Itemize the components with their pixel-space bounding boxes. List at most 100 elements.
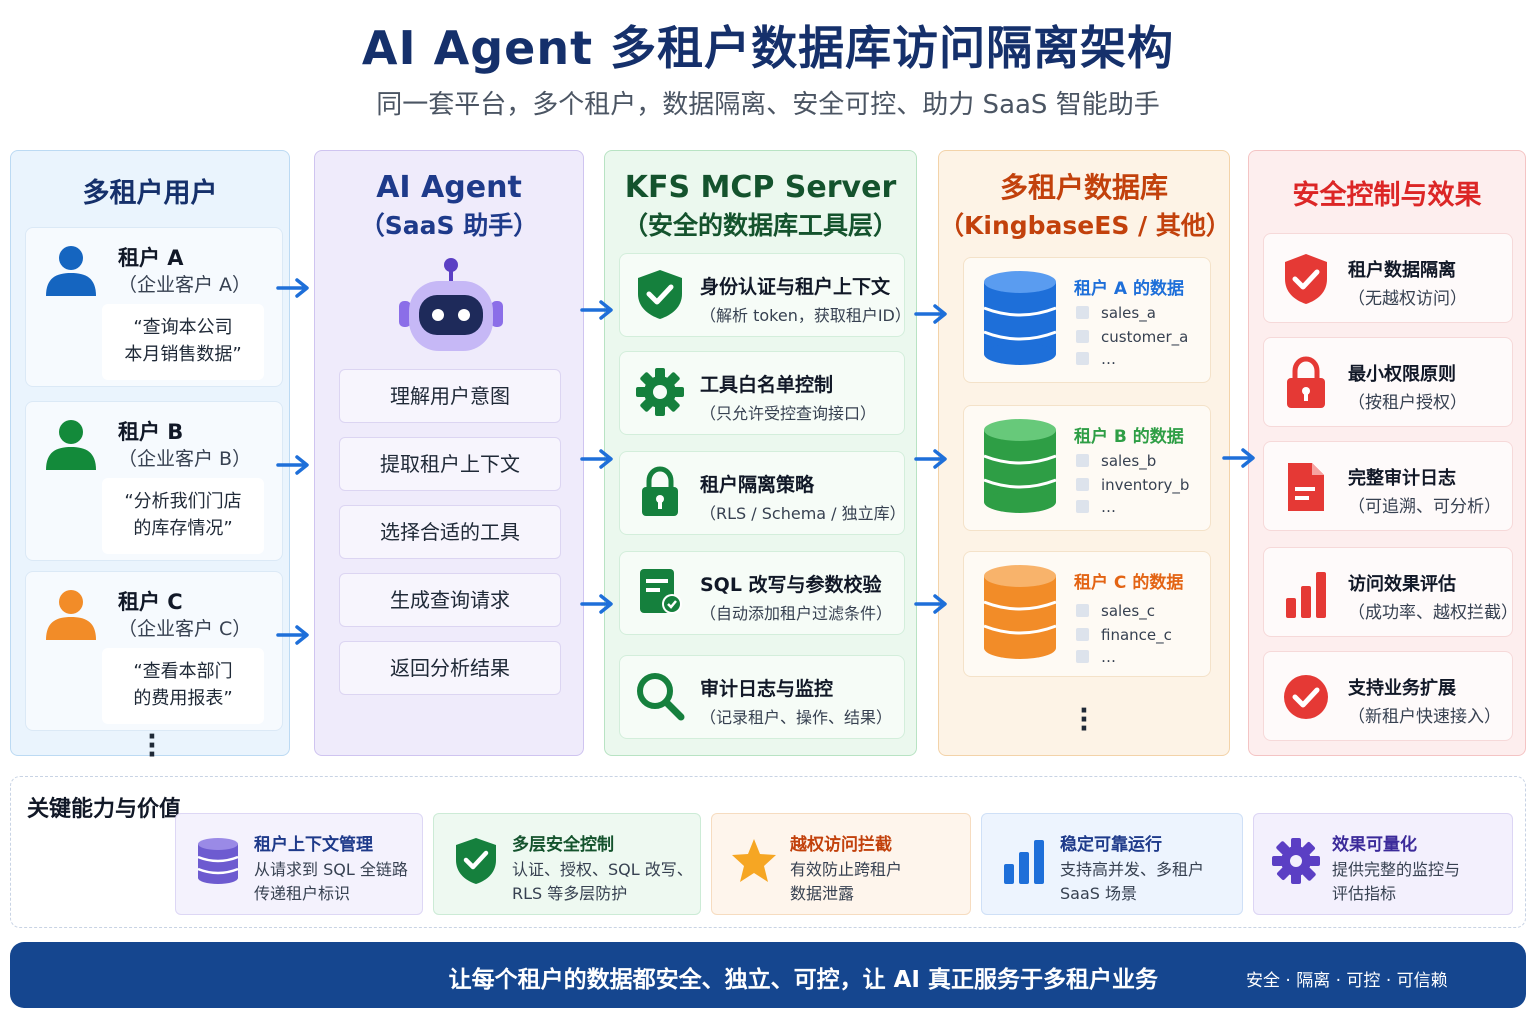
document-icon [1288, 463, 1324, 511]
tenant-query-bubble: “查看本部门 的费用报表” [102, 648, 264, 724]
more-databases-ellipsis: ··· [1079, 696, 1089, 744]
mcp-auth-card: 身份认证与租户上下文 （解析 token，获取租户ID） [619, 253, 911, 337]
key-card-desc-line: 评估指标 [1332, 884, 1397, 903]
table-name: … [1101, 350, 1116, 368]
sec-effect-evaluation-card: 访问效果评估 （成功率、越权拦截） [1263, 547, 1518, 637]
agent-step-return-results: 返回分析结果 [339, 641, 561, 695]
key-card-desc-line: 数据泄露 [790, 884, 855, 903]
key-card-unauthorized-block: 越权访问拦截 有效防止跨租户 数据泄露 [711, 813, 971, 915]
mcp-whitelist-card: 工具白名单控制 （只允许受控查询接口） [619, 351, 905, 435]
check-circle-icon [1284, 675, 1328, 719]
key-card-title: 稳定可靠运行 [1060, 835, 1162, 855]
table-entry: … [1076, 648, 1116, 666]
tenant-query-bubble: “查询本公司 本月销售数据” [102, 304, 264, 380]
mcp-isolation-card: 租户隔离策略 （RLS / Schema / 独立库） [619, 451, 906, 535]
sec-item-title: 访问效果评估 [1348, 574, 1456, 595]
page-title: AI Agent 多租户数据库访问隔离架构 [361, 21, 1175, 75]
gear-icon [636, 368, 684, 416]
table-name: customer_a [1101, 328, 1189, 346]
mcp-item-title: 工具白名单控制 [700, 374, 834, 396]
robot-icon [399, 258, 503, 351]
agent-step-understand-intent: 理解用户意图 [339, 369, 561, 423]
sec-item-title: 最小权限原则 [1348, 364, 1456, 385]
mcp-item-desc: （只允许受控查询接口） [700, 404, 877, 423]
key-card-desc-line: 传递租户标识 [254, 884, 351, 903]
table-icon [1076, 628, 1089, 641]
table-entry: sales_a [1076, 304, 1156, 322]
db-column-title: 多租户数据库 （KingbaseES / 其他） [939, 169, 1231, 245]
key-card-desc: 有效防止跨租户 数据泄露 [790, 858, 902, 906]
gear-icon [1272, 838, 1320, 884]
table-entry: customer_a [1076, 328, 1188, 346]
key-card-stable-operation: 稳定可靠运行 支持高并发、多租户 SaaS 场景 [981, 813, 1243, 915]
agent-column: AI Agent （SaaS 助手） 理解用户意图 提取租户上下文 选择合适的工… [314, 150, 584, 756]
person-icon [46, 246, 96, 296]
flow-arrow-icon [276, 455, 309, 475]
query-line: “查看本部门 [133, 661, 233, 682]
security-column-title: 安全控制与效果 [1292, 180, 1482, 211]
tenant-b-database-card: 租户 B 的数据 sales_b inventory_b … [963, 405, 1211, 531]
database-icon [983, 419, 1057, 513]
table-name: … [1101, 648, 1116, 666]
table-icon [1076, 650, 1089, 663]
tenant-c-database-card: 租户 C 的数据 sales_c finance_c … [963, 551, 1211, 677]
database-icon [197, 838, 239, 884]
flow-arrow-icon [1222, 448, 1255, 468]
bar-chart-icon [1004, 840, 1044, 884]
footer-tags: 安全 · 隔离 · 可控 · 可信赖 [1246, 971, 1448, 991]
tenant-a-database-card: 租户 A 的数据 sales_a customer_a … [963, 257, 1211, 383]
users-column-title: 多租户用户 [82, 178, 218, 209]
key-card-quantifiable-effect: 效果可量化 提供完整的监控与 评估指标 [1253, 813, 1513, 915]
more-tenants-ellipsis: ··· [147, 722, 157, 770]
sec-item-desc: （无越权访问） [1348, 289, 1467, 309]
tenant-org: （企业客户 A） [118, 274, 252, 296]
shield-check-icon [638, 270, 682, 319]
shield-check-icon [1285, 254, 1327, 304]
footer-message: 让每个租户的数据都安全、独立、可控，让 AI 真正服务于多租户业务 [448, 967, 1158, 993]
users-column: 多租户用户 租户 A （企业客户 A） “查询本公司 本月销售数据” 租户 B … [10, 150, 290, 768]
table-icon [1076, 306, 1089, 319]
flow-arrow-icon [276, 625, 309, 645]
mcp-item-desc: （自动添加租户过滤条件） [700, 604, 893, 623]
key-card-multilayer-security: 多层安全控制 认证、授权、SQL 改写、 RLS 等多层防护 [433, 813, 701, 915]
search-icon [637, 673, 685, 721]
key-card-title: 越权访问拦截 [790, 835, 892, 855]
key-card-desc: 支持高并发、多租户 SaaS 场景 [1060, 858, 1204, 906]
key-card-title: 多层安全控制 [512, 835, 614, 855]
table-icon [1076, 478, 1089, 491]
tenant-c-card: 租户 C （企业客户 C） “查看本部门 的费用报表” [25, 571, 283, 731]
key-capabilities-title: 关键能力与价值 [27, 797, 182, 822]
table-icon [1076, 500, 1089, 513]
sec-item-desc: （新租户快速接入） [1348, 707, 1501, 727]
key-capabilities-panel: 关键能力与价值 租户上下文管理 从请求到 SQL 全链路 传递租户标识 多层安全… [10, 776, 1526, 928]
mcp-subtitle: （安全的数据库工具层） [622, 211, 898, 240]
flow-arrow-icon [580, 594, 613, 614]
mcp-item-desc: （解析 token，获取租户ID） [700, 306, 911, 325]
sec-audit-log-card: 完整审计日志 （可追溯、可分析） [1263, 441, 1513, 531]
agent-step-generate-query: 生成查询请求 [339, 573, 561, 627]
agent-step-extract-context: 提取租户上下文 [339, 437, 561, 491]
mcp-sql-rewrite-card: SQL 改写与参数校验 （自动添加租户过滤条件） [619, 551, 905, 635]
lock-icon [1287, 356, 1325, 408]
table-icon [1076, 352, 1089, 365]
shield-check-icon [456, 838, 496, 884]
table-name: sales_b [1101, 452, 1157, 470]
mcp-server-column: KFS MCP Server （安全的数据库工具层） 身份认证与租户上下文 （解… [604, 150, 917, 756]
sec-item-title: 完整审计日志 [1348, 468, 1456, 489]
footer-banner: 让每个租户的数据都安全、独立、可控，让 AI 真正服务于多租户业务 安全 · 隔… [10, 942, 1526, 1008]
table-entry: … [1076, 350, 1116, 368]
mcp-item-title: SQL 改写与参数校验 [700, 574, 882, 596]
db-card-title: 租户 B 的数据 [1074, 427, 1184, 447]
tenant-name: 租户 B [118, 420, 184, 444]
flow-arrow-icon [580, 300, 613, 320]
person-icon [46, 590, 96, 640]
agent-title: AI Agent [376, 170, 522, 205]
tenant-org: （企业客户 C） [118, 618, 252, 640]
query-line: 的库存情况” [133, 518, 233, 539]
db-subtitle: （KingbaseES / 其他） [939, 211, 1231, 240]
mcp-item-desc: （记录租户、操作、结果） [700, 708, 893, 727]
mcp-audit-card: 审计日志与监控 （记录租户、操作、结果） [619, 655, 905, 739]
db-card-title: 租户 A 的数据 [1074, 279, 1184, 299]
sec-item-desc: （成功率、越权拦截） [1348, 603, 1518, 623]
key-card-desc: 认证、授权、SQL 改写、 RLS 等多层防护 [512, 858, 693, 906]
